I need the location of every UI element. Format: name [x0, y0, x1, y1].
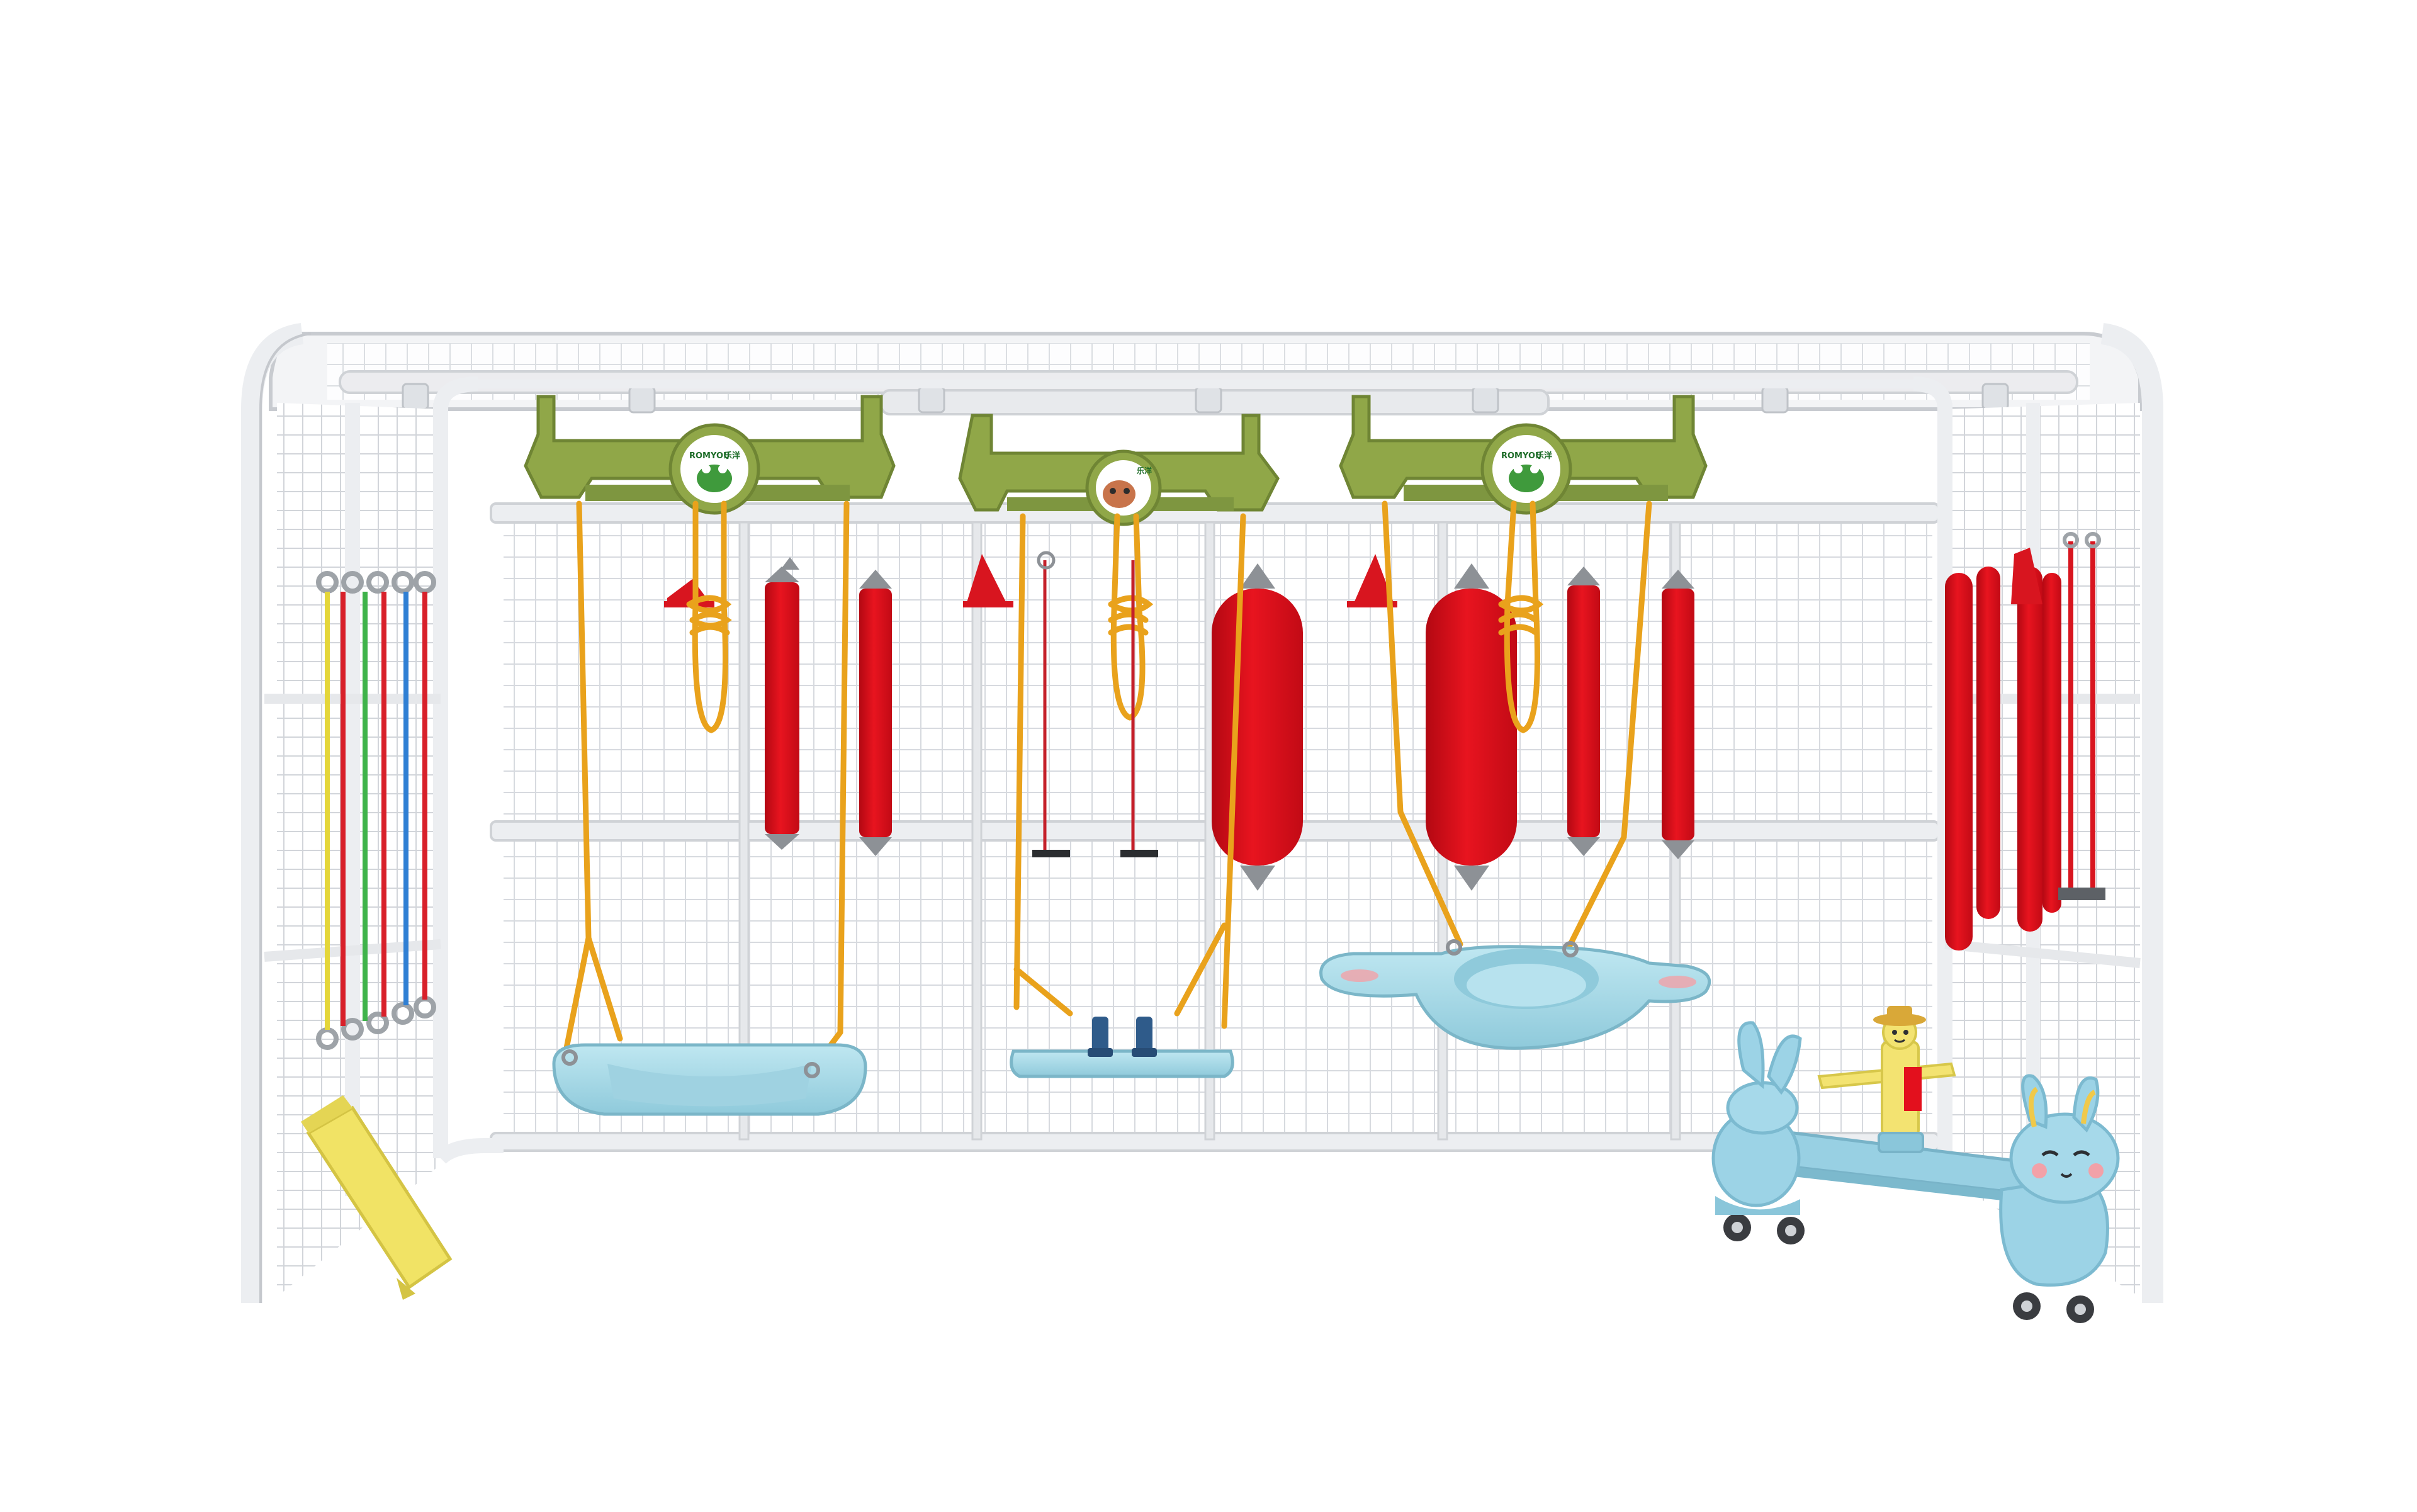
- pad-2: [859, 570, 892, 856]
- dish-swing-right: [1319, 939, 1711, 1050]
- logo-mark-text-middle: 乐洋: [1137, 466, 1152, 475]
- left-side-mesh: [241, 323, 504, 1303]
- pad-5: [1567, 567, 1600, 856]
- crossbar-left: ROMYOU 乐洋: [524, 395, 896, 515]
- pad-1: [765, 557, 799, 850]
- crossbar-middle: 乐洋: [958, 414, 1280, 526]
- bunny-right: [1999, 1074, 2120, 1323]
- resistance-bands: [316, 571, 436, 1050]
- foot-pegs: [1032, 850, 1158, 857]
- logo-mark-text-right: 乐洋: [1536, 451, 1552, 461]
- right-side-pads: [1945, 532, 2105, 951]
- board-swing-middle: [1010, 1017, 1234, 1078]
- pad-3-large: [1212, 563, 1303, 891]
- bunny-left: [1711, 1021, 1805, 1244]
- seesaw-pivot-figure: [1817, 1006, 1956, 1153]
- logo-mark-text: 乐洋: [724, 451, 740, 461]
- pad-6: [1662, 570, 1694, 859]
- bunny-seesaw: [1711, 1006, 2120, 1323]
- platform-swing-left: [552, 1043, 867, 1116]
- logo-brand-text-right: ROMYOU: [1501, 451, 1542, 461]
- crossbar-right: ROMYOU 乐洋: [1339, 395, 1708, 515]
- logo-brand-text: ROMYOU: [689, 451, 730, 461]
- ropes: [560, 500, 1652, 1073]
- thin-cords: [1037, 551, 1135, 853]
- yellow-ramp-board: [301, 1095, 453, 1300]
- pad-4-large: [1426, 563, 1517, 891]
